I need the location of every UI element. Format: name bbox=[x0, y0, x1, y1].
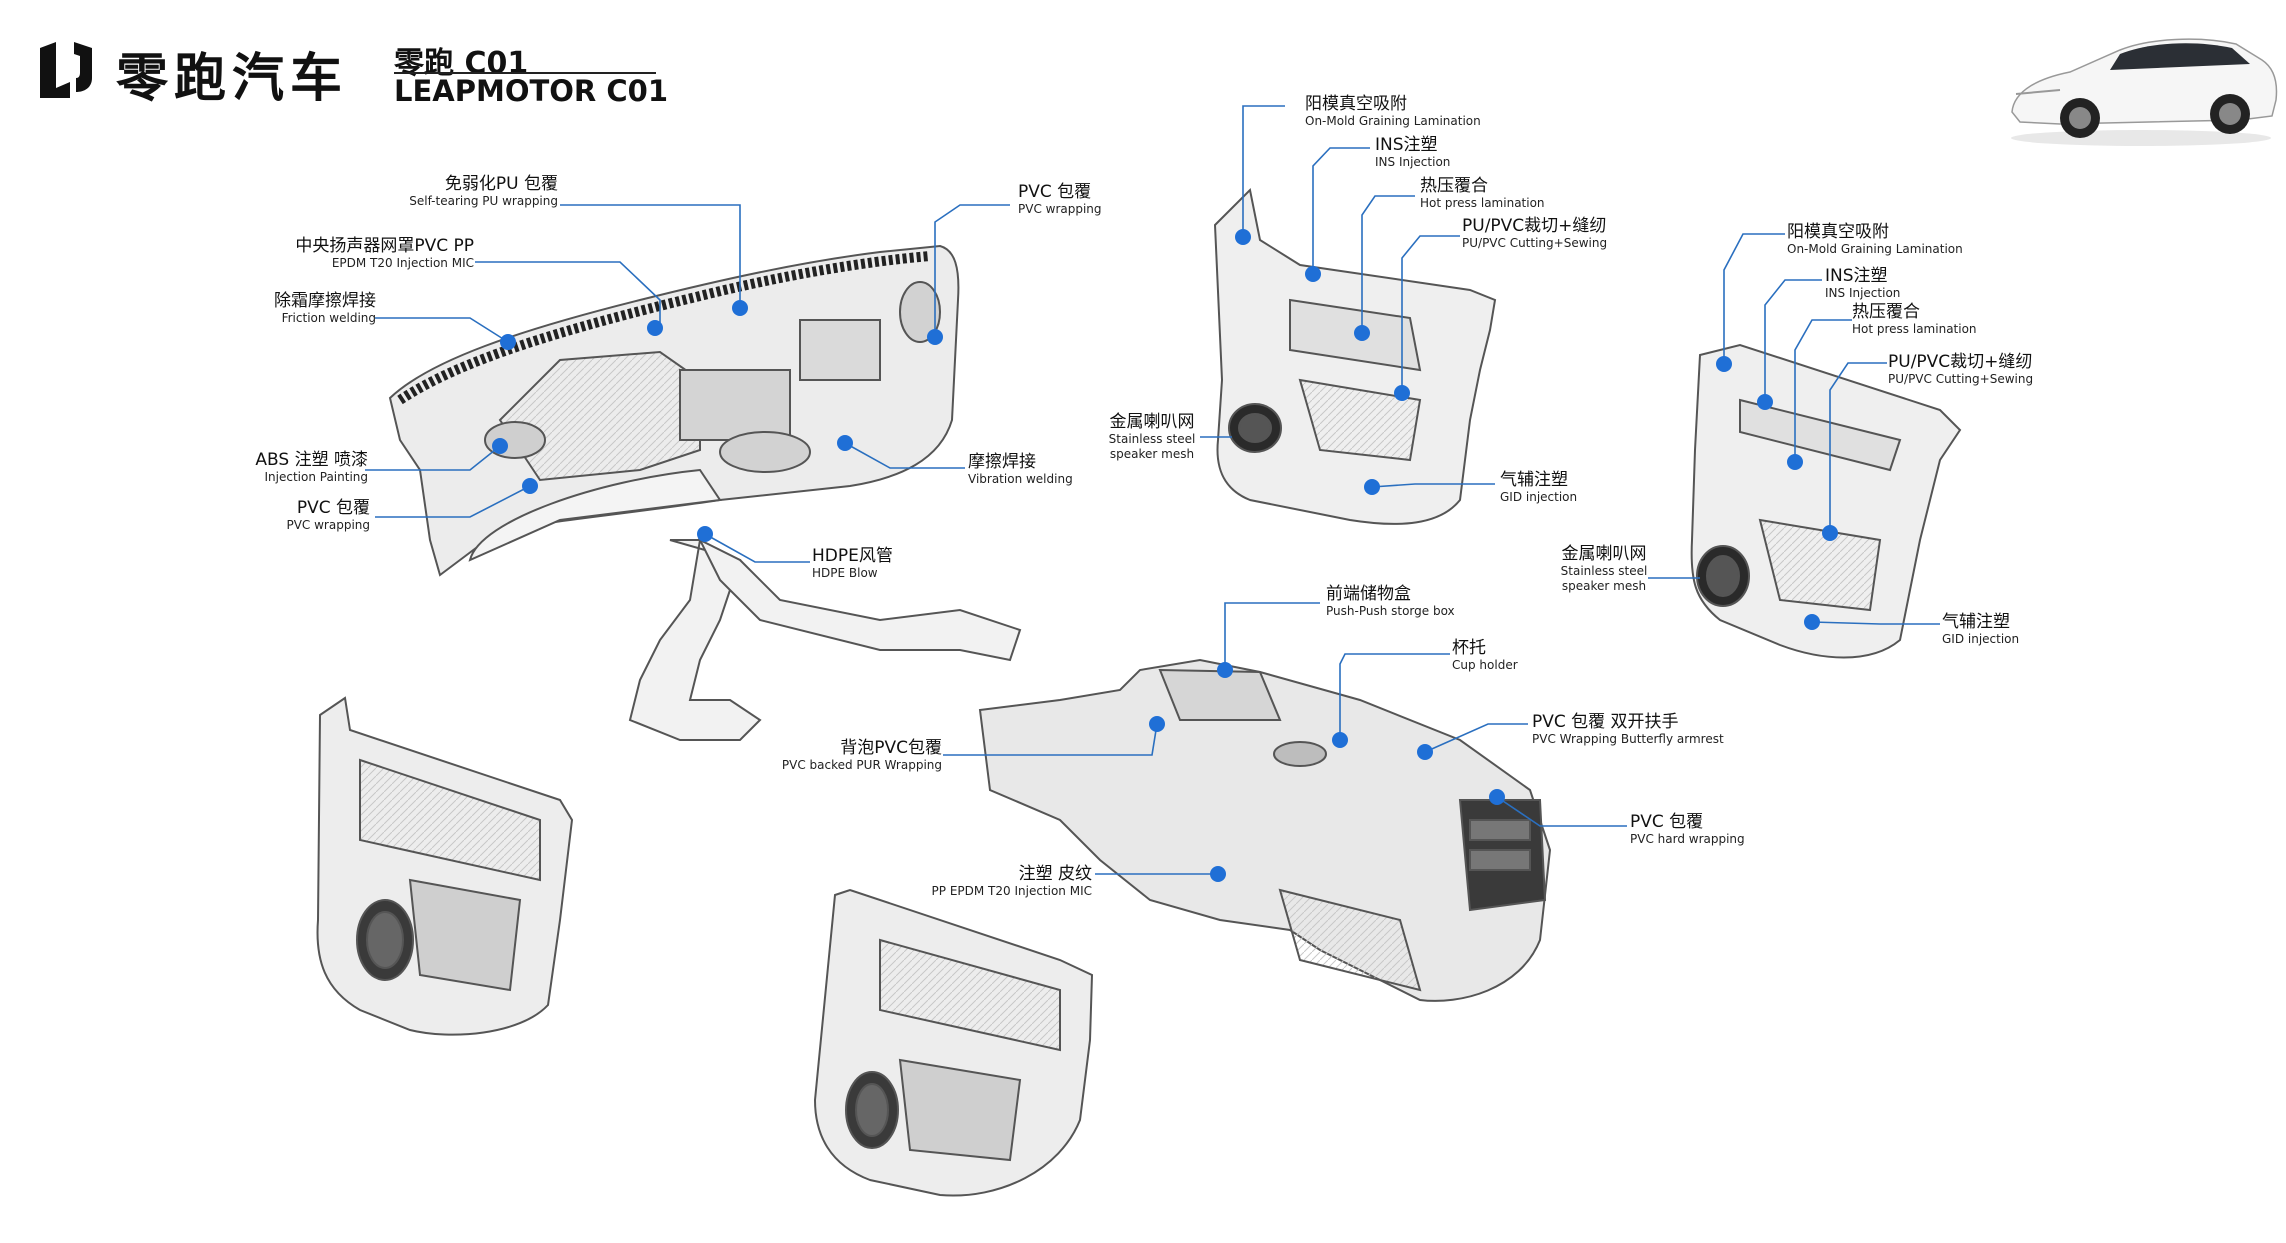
header-divider bbox=[394, 72, 656, 74]
front-door-drawing bbox=[1213, 187, 1497, 525]
callout-ip-hdpe: HDPE风管 HDPE Blow bbox=[812, 546, 893, 580]
callout-cc-armrest: PVC 包覆 双开扶手 PVC Wrapping Butterfly armre… bbox=[1532, 712, 1724, 746]
callout-dot-friction-weld bbox=[500, 334, 516, 350]
callout-cc-cup: 杯托 Cup holder bbox=[1452, 638, 1518, 672]
callout-dot-fd-ins bbox=[1305, 266, 1321, 282]
callout-fd-cut-sew: PU/PVC裁切+缝纫 PU/PVC Cutting+Sewing bbox=[1462, 216, 1608, 250]
callout-cc-pvc-hard: PVC 包覆 PVC hard wrapping bbox=[1630, 812, 1745, 846]
callout-dot-cc-cup bbox=[1332, 732, 1348, 748]
callout-fd-on-mold: 阳模真空吸附 On-Mold Graining Lamination bbox=[1305, 94, 1481, 128]
callout-dot-rd-cut-sew bbox=[1822, 525, 1838, 541]
left-door-card-drawing bbox=[316, 696, 574, 1036]
callout-ip-abs: ABS 注塑 喷漆 Injection Painting bbox=[255, 450, 368, 484]
callout-rd-on-mold: 阳模真空吸附 On-Mold Graining Lamination bbox=[1787, 222, 1963, 256]
callout-ip-pvc-left: PVC 包覆 PVC wrapping bbox=[286, 498, 370, 532]
callout-fd-ins: INS注塑 INS Injection bbox=[1375, 135, 1451, 169]
callout-fd-hot-press: 热压覆合 Hot press lamination bbox=[1420, 176, 1545, 210]
model-name-cn: 零跑 C01 bbox=[394, 46, 529, 81]
callout-dot-cc-armrest bbox=[1417, 744, 1433, 760]
leader-lines bbox=[365, 105, 1940, 875]
callout-dot-rd-hot-press bbox=[1787, 454, 1803, 470]
callout-dot-speaker-grille bbox=[647, 320, 663, 336]
callout-fd-gid: 气辅注塑 GID injection bbox=[1500, 470, 1578, 504]
callout-dot-abs bbox=[492, 438, 508, 454]
car-thumbnail-image bbox=[2011, 38, 2278, 146]
rear-door-drawing bbox=[1690, 343, 1962, 659]
leapmotor-logo-icon bbox=[40, 42, 92, 98]
callout-cc-injection: 注塑 皮纹 PP EPDM T20 Injection MIC bbox=[931, 864, 1092, 898]
callout-dot-pvc-right bbox=[927, 329, 943, 345]
callout-rd-cut-sew: PU/PVC裁切+缝纫 PU/PVC Cutting+Sewing bbox=[1888, 352, 2034, 386]
callout-dot-fd-gid bbox=[1364, 479, 1380, 495]
callout-dot-rd-ins bbox=[1757, 394, 1773, 410]
callout-dot-fd-cut-sew bbox=[1394, 385, 1410, 401]
callout-ip-speaker-grille: 中央扬声器网罩PVC PP EPDM T20 Injection MIC bbox=[295, 236, 474, 270]
callout-dot-cc-injection bbox=[1210, 866, 1226, 882]
callout-fd-speaker: 金属喇叭网 Stainless steel speaker mesh bbox=[1108, 412, 1196, 461]
callout-rd-speaker: 金属喇叭网 Stainless steel speaker mesh bbox=[1560, 544, 1648, 593]
brand-name: 零跑汽车 bbox=[116, 49, 349, 109]
instrument-panel-drawing bbox=[388, 244, 960, 577]
center-console-drawing bbox=[978, 658, 1552, 1002]
model-name-en: LEAPMOTOR C01 bbox=[394, 74, 668, 108]
callout-dot-pvc-left bbox=[522, 478, 538, 494]
callout-cc-backed: 背泡PVC包覆 PVC backed PUR Wrapping bbox=[781, 738, 942, 772]
callout-ip-friction-weld: 除霜摩擦焊接 Friction welding bbox=[274, 291, 376, 325]
callout-rd-ins: INS注塑 INS Injection bbox=[1825, 266, 1901, 300]
callout-dot-fd-on-mold bbox=[1235, 229, 1251, 245]
callout-dot-fd-hot-press bbox=[1354, 325, 1370, 341]
callout-dot-cc-pvc-hard bbox=[1489, 789, 1505, 805]
callout-dot-vibration-weld bbox=[837, 435, 853, 451]
callout-dot-rd-on-mold bbox=[1716, 356, 1732, 372]
callout-dot-cc-storage bbox=[1217, 662, 1233, 678]
callout-cc-storage: 前端储物盒 Push-Push storge box bbox=[1326, 584, 1455, 618]
rear-door-card-drawing bbox=[813, 888, 1094, 1197]
callout-dot-rd-gid bbox=[1804, 614, 1820, 630]
callout-dot-hdpe bbox=[697, 526, 713, 542]
callout-ip-self-tearing: 免弱化PU 包覆 Self-tearing PU wrapping bbox=[409, 174, 558, 208]
callout-dot-cc-backed bbox=[1149, 716, 1165, 732]
hdpe-duct-drawing bbox=[628, 537, 1022, 741]
callout-rd-gid: 气辅注塑 GID injection bbox=[1942, 612, 2020, 646]
callout-rd-hot-press: 热压覆合 Hot press lamination bbox=[1852, 302, 1977, 336]
callout-ip-vibration-weld: 摩擦焊接 Vibration welding bbox=[968, 452, 1073, 486]
callout-ip-pvc-right: PVC 包覆 PVC wrapping bbox=[1018, 182, 1102, 216]
callout-dots bbox=[492, 229, 1838, 882]
callout-dot-self-tearing bbox=[732, 300, 748, 316]
